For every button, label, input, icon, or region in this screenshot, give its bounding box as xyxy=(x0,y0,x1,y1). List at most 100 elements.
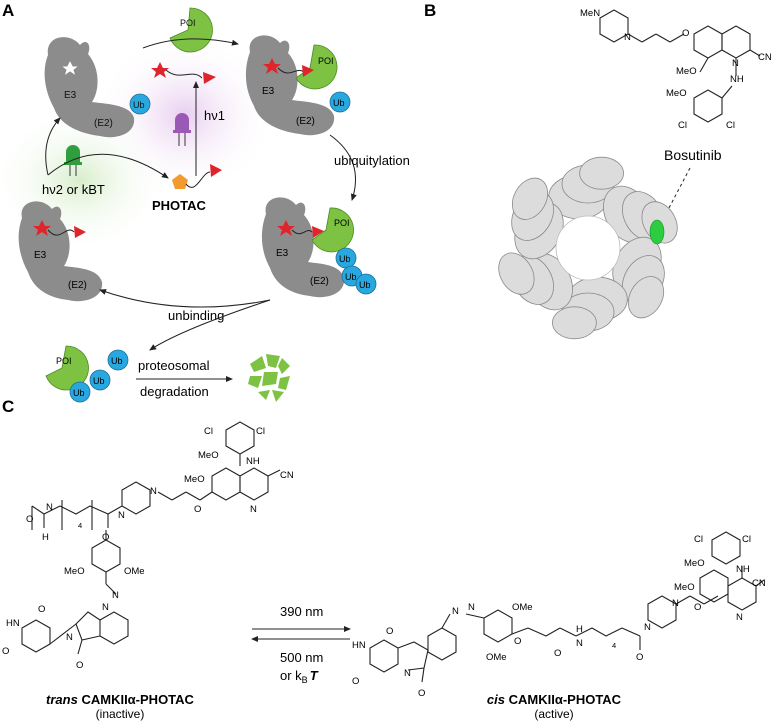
svg-text:H: H xyxy=(42,532,49,543)
poi-top: POI xyxy=(169,7,213,53)
e2-label: (E2) xyxy=(94,118,113,129)
svg-text:4: 4 xyxy=(612,641,616,650)
camkii-hexamer-image xyxy=(498,156,678,340)
ub-label-b3: Ub xyxy=(111,356,123,366)
svg-text:N: N xyxy=(452,606,459,617)
photac-trans: PHOTAC xyxy=(152,164,222,213)
e3-label-tr: E3 xyxy=(262,86,275,97)
bosutinib-structure xyxy=(599,9,761,123)
proteosomal-label: proteosomal xyxy=(138,358,210,373)
e3-complex-bottomleft: E3 (E2) xyxy=(18,201,103,302)
e3-complex-topleft: E3 (E2) Ub xyxy=(44,37,151,138)
ubiquitylation-label: ubiquitylation xyxy=(334,153,410,168)
hexamer-lobe xyxy=(552,306,597,340)
svg-text:O: O xyxy=(2,646,9,657)
svg-text:N: N xyxy=(732,58,739,69)
triangle-icon xyxy=(302,65,314,77)
svg-text:N: N xyxy=(468,602,475,613)
svg-text:MeO: MeO xyxy=(666,88,687,99)
e3-label: E3 xyxy=(64,90,77,101)
svg-text:N: N xyxy=(736,612,743,623)
unbinding-label: unbinding xyxy=(168,308,224,323)
ub-label-tr: Ub xyxy=(333,98,345,108)
panel-label-b: B xyxy=(424,1,436,20)
svg-text:O: O xyxy=(26,514,33,525)
e2-label-br: (E2) xyxy=(310,276,329,287)
star-icon xyxy=(263,58,281,74)
svg-text:NH: NH xyxy=(730,74,744,85)
svg-text:Cl: Cl xyxy=(204,426,213,437)
led-violet-icon xyxy=(173,113,191,146)
arrow-ubiquitylation xyxy=(329,134,357,201)
ub-label-br1: Ub xyxy=(339,254,351,264)
svg-text:HN: HN xyxy=(352,640,366,651)
arrow-hv2-up xyxy=(45,117,61,176)
svg-text:MeO: MeO xyxy=(198,450,219,461)
svg-text:Cl: Cl xyxy=(726,120,735,131)
triangle-icon xyxy=(74,226,86,238)
hv1-label: hν1 xyxy=(204,108,225,123)
svg-text:N: N xyxy=(112,590,119,601)
svg-text:N: N xyxy=(576,638,583,649)
arrow-unbinding xyxy=(99,289,271,308)
svg-text:N: N xyxy=(404,668,411,679)
svg-text:O: O xyxy=(554,648,561,659)
e3-label-br: E3 xyxy=(276,248,289,259)
svg-text:N: N xyxy=(46,502,53,513)
degradation-label: degradation xyxy=(140,384,209,399)
panel-label-c: C xyxy=(2,397,14,416)
svg-text:O: O xyxy=(352,676,359,687)
e3-label-bl: E3 xyxy=(34,250,47,261)
e2-label-tr: (E2) xyxy=(296,116,315,127)
svg-text:Cl: Cl xyxy=(256,426,265,437)
svg-text:HN: HN xyxy=(6,618,20,629)
ternary-complex-topright: POI E3 (E2) Ub xyxy=(245,35,351,136)
cis-photac-labels: Cl Cl MeO NH MeO CN N O N N O 4 N H O O … xyxy=(352,534,766,699)
poi-label-bottom: POI xyxy=(56,356,72,366)
svg-text:MeO: MeO xyxy=(676,66,697,77)
star-icon xyxy=(151,62,169,78)
cis-photac-structure xyxy=(369,531,765,683)
star-icon xyxy=(33,220,51,236)
svg-text:NH: NH xyxy=(246,456,260,467)
svg-text:4: 4 xyxy=(78,521,82,530)
photac-free-middle xyxy=(151,62,216,84)
svg-text:MeO: MeO xyxy=(674,582,695,593)
svg-text:Cl: Cl xyxy=(742,534,751,545)
svg-text:N: N xyxy=(118,510,125,521)
svg-text:OMe: OMe xyxy=(486,652,507,663)
ub-label: Ub xyxy=(133,100,145,110)
panel-label-a: A xyxy=(2,1,14,20)
svg-text:O: O xyxy=(194,504,201,515)
svg-text:O: O xyxy=(386,626,393,637)
svg-text:MeN: MeN xyxy=(580,8,600,19)
svg-text:O: O xyxy=(76,660,83,671)
arrow-label-500: 500 nm xyxy=(280,650,323,665)
hexamer-lobe xyxy=(627,276,665,319)
degraded-fragments-icon xyxy=(248,354,290,402)
star-outline-icon xyxy=(59,58,81,78)
svg-text:Cl: Cl xyxy=(694,534,703,545)
star-icon xyxy=(277,220,295,236)
hv2-label: hν2 or kBT xyxy=(42,182,105,197)
trans-photac-labels: Cl Cl MeO NH MeO CN N O N N O O H N 4 Me… xyxy=(2,426,294,671)
ub-circle xyxy=(107,349,129,371)
poi-label-top: POI xyxy=(180,18,196,28)
svg-text:O: O xyxy=(694,602,701,613)
led-green-icon xyxy=(64,145,82,176)
ub-label-b1: Ub xyxy=(73,388,85,398)
svg-text:O: O xyxy=(38,604,45,615)
ub-circle xyxy=(329,91,351,113)
cis-state: (active) xyxy=(534,707,573,721)
hexamer-lobe xyxy=(511,177,549,220)
pentagon-icon xyxy=(172,174,188,189)
trans-state: (inactive) xyxy=(96,707,145,721)
ub-label-br2: Ub xyxy=(345,272,357,282)
svg-text:N: N xyxy=(644,622,651,633)
svg-text:MeO: MeO xyxy=(684,558,705,569)
poi-label-br: POI xyxy=(334,218,350,228)
hexamer-lobe xyxy=(579,156,624,190)
svg-text:N: N xyxy=(672,598,679,609)
ub-label-b2: Ub xyxy=(93,376,105,386)
arrow-to-photac xyxy=(47,153,169,179)
